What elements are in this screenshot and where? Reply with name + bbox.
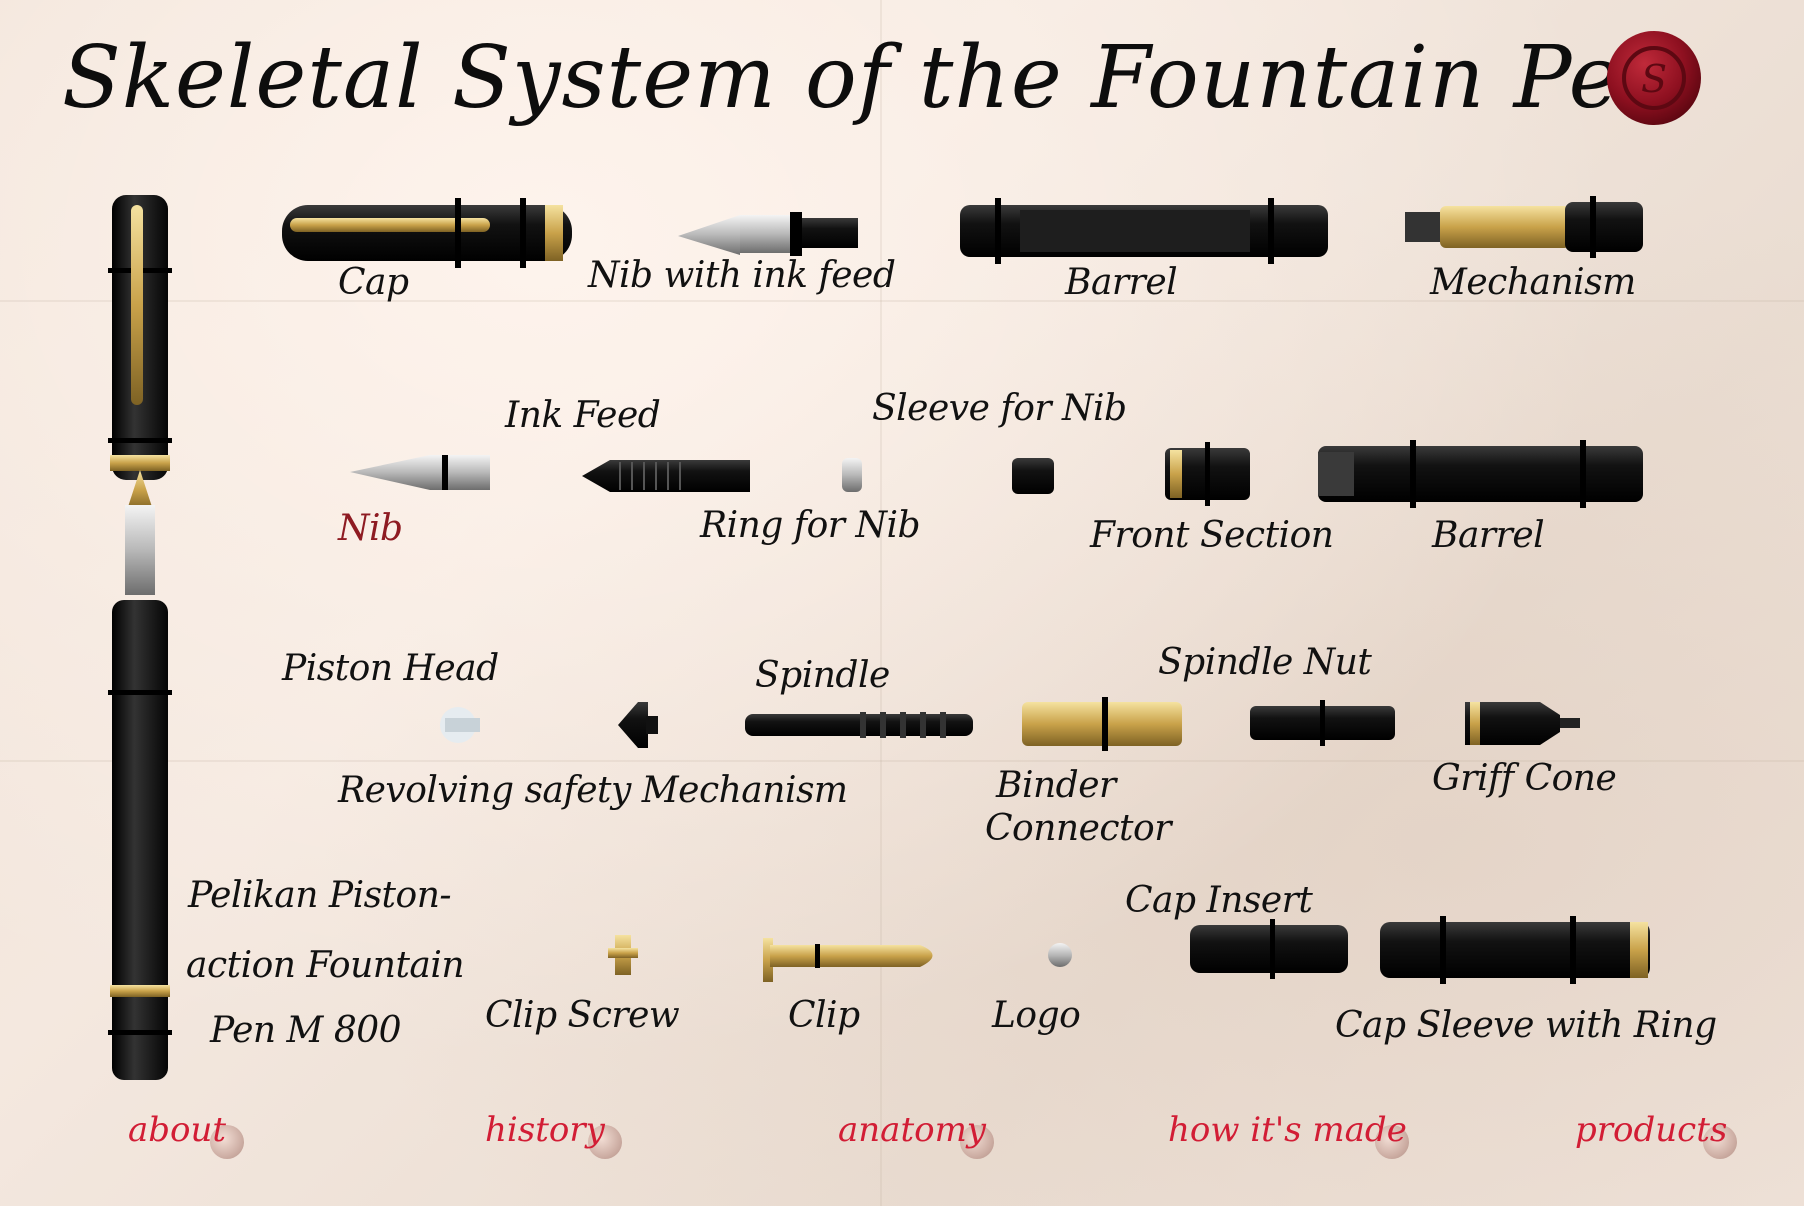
label-pen-name-line-1: Pelikan Piston-	[188, 875, 452, 916]
piston-head-illustration	[440, 707, 480, 743]
cap-sleeve-with-ring-illustration	[1380, 916, 1650, 984]
clip-illustration	[763, 938, 933, 982]
seal-icon	[960, 1125, 994, 1159]
binder-connector-illustration	[1022, 697, 1182, 751]
label-piston-head: Piston Head	[282, 648, 499, 689]
svg-text:S: S	[1641, 57, 1667, 101]
logo-illustration	[1048, 943, 1072, 967]
label-nib: Nib	[338, 508, 403, 549]
label-mechanism: Mechanism	[1430, 262, 1636, 303]
label-sleeve-for-nib: Sleeve for Nib	[872, 388, 1127, 429]
label-barrel-2: Barrel	[1432, 515, 1545, 556]
spindle-illustration	[745, 712, 973, 738]
label-clip: Clip	[788, 995, 860, 1036]
cap-illustration	[282, 198, 572, 268]
sleeve-for-nib-illustration	[1012, 458, 1054, 494]
seal-icon	[588, 1125, 622, 1159]
seal-icon	[1703, 1125, 1737, 1159]
label-nib-with-ink-feed: Nib with ink feed	[588, 255, 896, 296]
label-clip-screw: Clip Screw	[485, 995, 680, 1036]
label-spindle: Spindle	[755, 655, 890, 696]
label-pen-name-line-2: action Fountain	[186, 945, 465, 986]
paper-crease	[0, 760, 1804, 762]
ring-for-nib-illustration	[842, 458, 862, 492]
clip-screw-illustration	[608, 935, 638, 975]
label-connector: Connector	[985, 808, 1171, 849]
nav-about[interactable]: about	[128, 1110, 227, 1150]
label-logo: Logo	[992, 995, 1081, 1036]
label-binder: Binder	[996, 765, 1116, 806]
paper-crease	[880, 0, 882, 1206]
label-ink-feed: Ink Feed	[505, 395, 661, 436]
nav-history[interactable]: history	[485, 1110, 605, 1150]
nib-illustration	[350, 455, 490, 490]
seal-icon	[1375, 1125, 1409, 1159]
label-ring-for-nib: Ring for Nib	[700, 505, 921, 546]
cap-insert-illustration	[1190, 919, 1348, 979]
nav-products[interactable]: products	[1575, 1110, 1728, 1150]
label-front-section: Front Section	[1090, 515, 1334, 556]
label-griff-cone: Griff Cone	[1432, 758, 1617, 799]
page-title: Skeletal System of the Fountain Pen	[62, 28, 1677, 128]
label-cap-insert: Cap Insert	[1125, 880, 1313, 921]
label-cap-sleeve-with-ring: Cap Sleeve with Ring	[1335, 1005, 1717, 1046]
mechanism-illustration	[1405, 196, 1643, 258]
ink-feed-illustration	[582, 460, 750, 492]
label-revolving-safety-mechanism: Revolving safety Mechanism	[338, 770, 848, 811]
wax-seal-icon: S	[1607, 31, 1701, 125]
nav-anatomy[interactable]: anatomy	[838, 1110, 987, 1150]
spindle-nut-illustration	[1250, 700, 1395, 746]
front-section-illustration	[1165, 442, 1250, 506]
label-barrel: Barrel	[1065, 262, 1178, 303]
barrel-illustration	[960, 198, 1328, 264]
nib-with-feed-illustration	[678, 212, 858, 256]
label-spindle-nut: Spindle Nut	[1158, 642, 1372, 683]
revolving-safety-mechanism-illustration	[618, 702, 658, 748]
assembled-pen-illustration	[108, 195, 172, 1080]
nav-how-its-made[interactable]: how it's made	[1168, 1110, 1407, 1150]
label-pen-name-line-3: Pen M 800	[210, 1010, 402, 1051]
label-cap: Cap	[338, 262, 409, 303]
seal-icon	[210, 1125, 244, 1159]
barrel-illustration-2	[1318, 440, 1643, 508]
griff-cone-illustration	[1465, 702, 1580, 745]
paper-crease	[0, 300, 1804, 302]
